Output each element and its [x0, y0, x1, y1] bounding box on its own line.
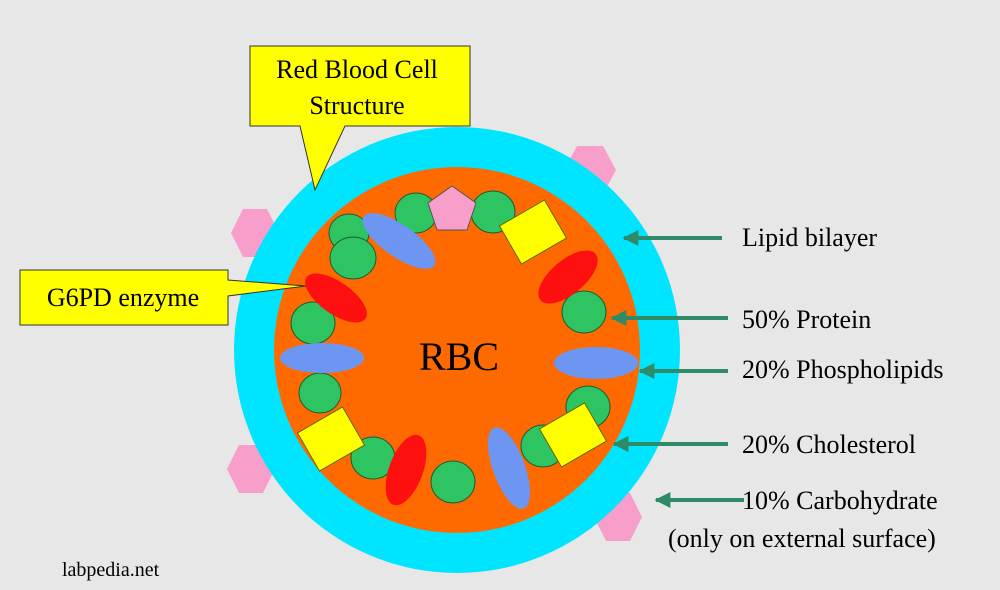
carbohydrate-pentagon — [427, 185, 477, 231]
cholesterol-square — [296, 406, 366, 472]
label-protein: 50% Protein — [742, 305, 871, 334]
title-callout — [249, 45, 471, 192]
enzyme-callout-text: G6PD enzyme — [47, 283, 199, 312]
phospholipid-ellipse — [280, 343, 364, 373]
title-line-1: Red Blood Cell — [276, 55, 438, 84]
phospholipid-ellipse — [362, 213, 436, 269]
watermark: labpedia.net — [62, 559, 160, 581]
label-lipid-bilayer: Lipid bilayer — [742, 223, 877, 252]
protein-circle — [561, 290, 607, 334]
label-phospholipids: 20% Phospholipids — [742, 355, 944, 384]
label-cholesterol: 20% Cholesterol — [742, 430, 916, 459]
label-carbohydrate: 10% Carbohydrate — [742, 486, 938, 515]
label-carbohydrate-note: (only on external surface) — [668, 524, 936, 553]
cholesterol-square — [498, 199, 568, 265]
phospholipid-ellipse — [487, 427, 531, 509]
protein-circle — [329, 236, 377, 280]
enzyme-callout — [19, 269, 307, 326]
rbc-label: RBC — [419, 334, 499, 379]
enzyme-ellipse — [305, 273, 367, 323]
enzyme-ellipse — [385, 434, 427, 506]
title-line-2: Structure — [309, 91, 404, 120]
protein-circle — [298, 372, 342, 414]
cholesterol-square — [538, 402, 608, 468]
enzyme-ellipse — [538, 250, 598, 304]
phospholipid-ellipse — [554, 347, 638, 379]
protein-circle — [430, 460, 476, 504]
